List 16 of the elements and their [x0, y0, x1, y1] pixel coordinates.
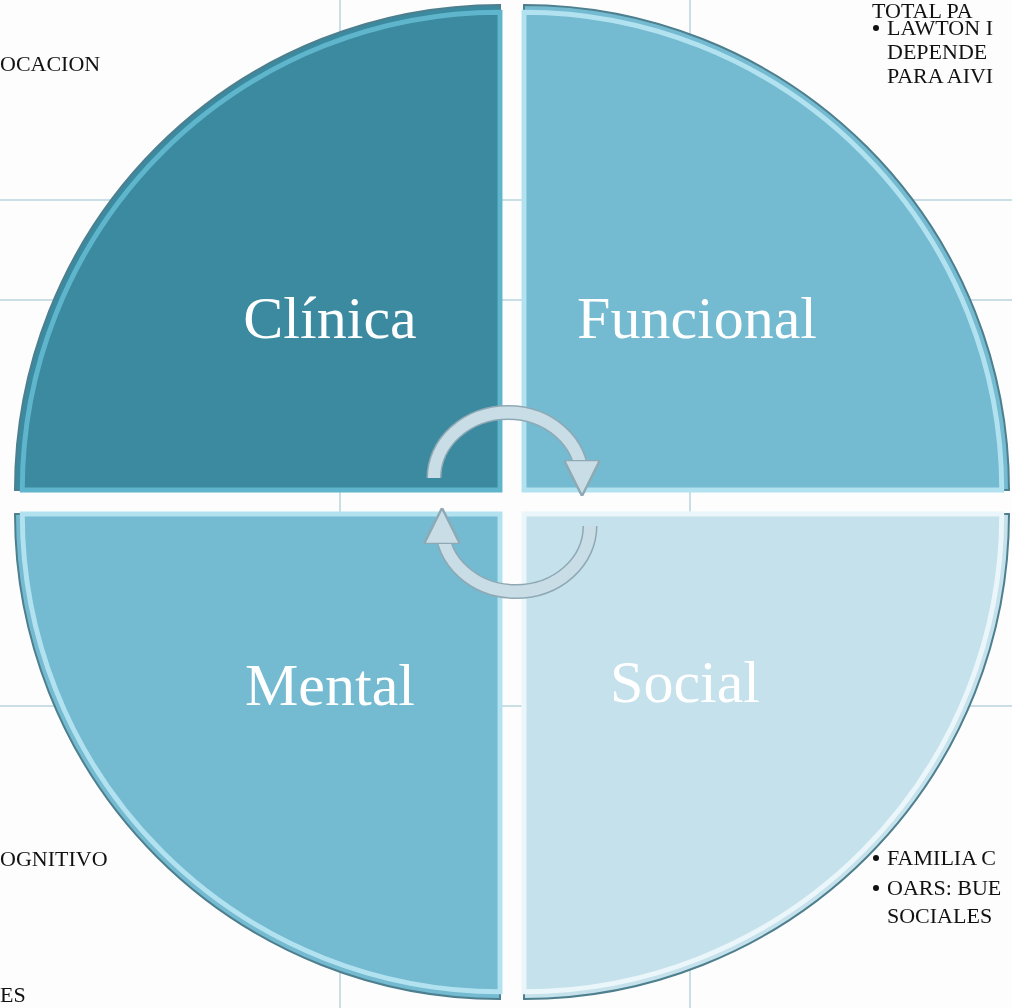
- cell-text: FAMILIA C: [887, 847, 996, 869]
- segment-title: Clínica: [243, 288, 417, 348]
- cell-text: OARS: BUE: [887, 877, 1002, 899]
- curved-arrow: [424, 506, 598, 599]
- segment-title: Social: [610, 652, 760, 712]
- cell-text: ES: [0, 984, 26, 1006]
- cell-text: DEPENDE: [887, 41, 988, 63]
- cell-text: SOCIALES: [887, 905, 993, 927]
- cell-text: OCACION: [0, 53, 101, 75]
- quadrant-segment: [524, 514, 1009, 999]
- curved-arrow: [426, 405, 600, 498]
- segment-title: Mental: [245, 655, 415, 715]
- cell-text: PARA AIVI: [887, 65, 994, 87]
- cell-text: OGNITIVO: [0, 848, 108, 870]
- quadrant-segment: [524, 5, 1009, 490]
- segment-title: Funcional: [577, 288, 817, 348]
